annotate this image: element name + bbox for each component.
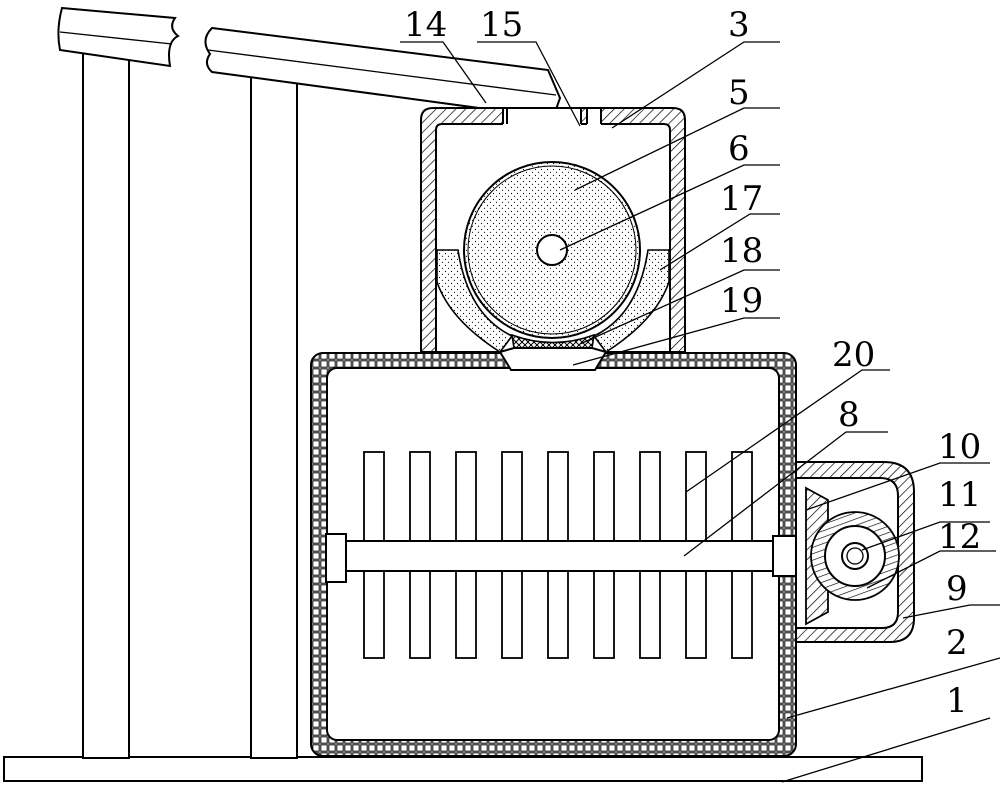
callout-14: 14 <box>404 5 447 45</box>
callout-labels: 1 2 3 5 6 8 9 10 11 12 14 15 17 18 19 20 <box>404 5 981 721</box>
support-posts <box>82 49 298 759</box>
callout-19: 19 <box>720 281 763 321</box>
discharge-hopper <box>498 347 608 371</box>
callout-5: 5 <box>728 73 750 113</box>
crushing-roller <box>463 161 641 339</box>
feed-conveyor <box>57 6 562 120</box>
callout-3: 3 <box>728 5 750 45</box>
driving-gear <box>810 511 900 601</box>
callout-12: 12 <box>938 517 981 557</box>
roller-shaft <box>536 234 568 266</box>
leader-lines <box>400 41 1000 783</box>
callout-8: 8 <box>838 395 860 435</box>
callout-20: 20 <box>832 335 875 375</box>
callout-1: 1 <box>946 681 968 721</box>
callout-18: 18 <box>720 231 763 271</box>
callout-6: 6 <box>728 129 750 169</box>
base-plate <box>3 756 923 782</box>
callout-17: 17 <box>720 179 763 219</box>
callout-11: 11 <box>938 475 981 515</box>
callout-10: 10 <box>938 427 981 467</box>
callout-2: 2 <box>946 623 968 663</box>
callout-9: 9 <box>946 569 968 609</box>
gear-shaft <box>841 542 869 570</box>
callout-15: 15 <box>480 5 523 45</box>
